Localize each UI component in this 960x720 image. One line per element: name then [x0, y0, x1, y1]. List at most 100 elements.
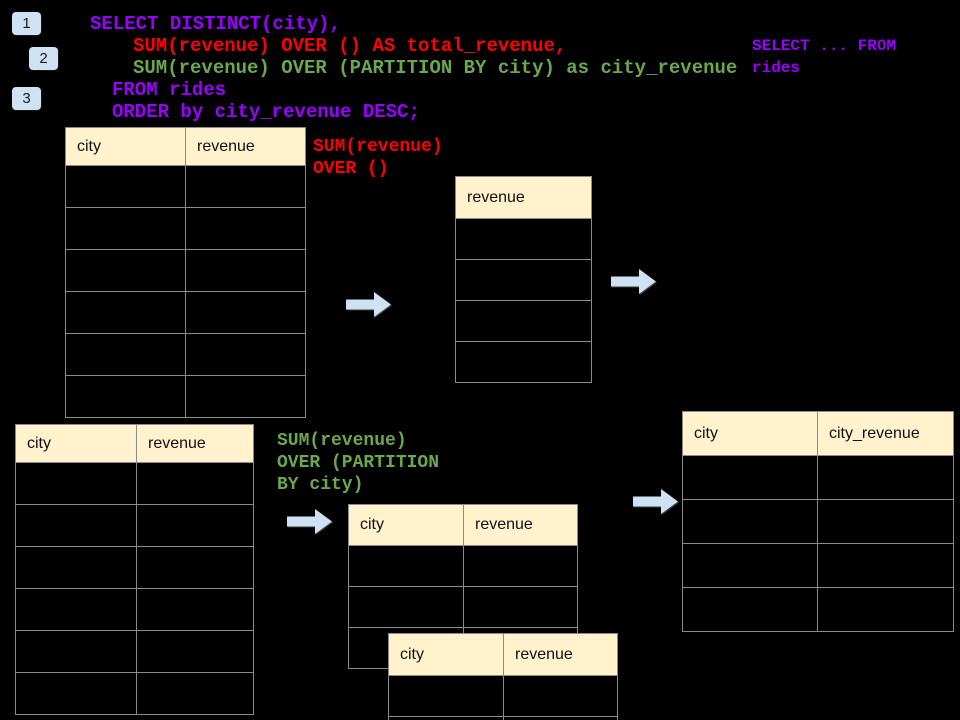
empty-cell — [65, 375, 186, 418]
step-badge-3: 3 — [12, 87, 41, 110]
empty-cell — [65, 249, 186, 292]
empty-cell — [185, 291, 306, 334]
empty-cell — [136, 588, 254, 631]
sql-line-order: ORDER by city_revenue DESC; — [112, 101, 420, 123]
table-row — [65, 291, 306, 334]
empty-cell — [817, 499, 954, 544]
step-badge-1: 1 — [12, 12, 41, 35]
empty-cell — [15, 504, 137, 547]
table-row — [455, 341, 592, 383]
empty-cell — [65, 165, 186, 208]
empty-cell — [136, 462, 254, 505]
column-header-revenue: revenue — [455, 176, 592, 219]
column-header-city: city — [388, 633, 504, 676]
step-badge-2: 2 — [29, 47, 58, 70]
empty-cell — [682, 455, 818, 500]
total-label-line-2: OVER () — [313, 159, 389, 179]
flow-arrow-from-revenue-icon — [611, 268, 657, 295]
table-row — [15, 546, 254, 589]
empty-cell — [185, 333, 306, 376]
empty-cell — [185, 249, 306, 292]
empty-cell — [388, 716, 504, 720]
header-row: revenue — [455, 176, 592, 219]
table-row — [455, 259, 592, 301]
empty-cell — [15, 630, 137, 673]
empty-cell — [136, 546, 254, 589]
empty-cell — [455, 218, 592, 260]
table-row — [65, 375, 306, 418]
flow-arrow-to-partition-icon — [287, 508, 333, 535]
table-row — [65, 207, 306, 250]
table-row — [682, 587, 954, 632]
table-row — [388, 716, 618, 720]
empty-cell — [463, 586, 578, 628]
column-header-city: city — [682, 411, 818, 456]
empty-cell — [682, 543, 818, 588]
column-header-city: city — [348, 504, 464, 546]
table-row — [15, 588, 254, 631]
empty-cell — [15, 588, 137, 631]
empty-cell — [185, 375, 306, 418]
empty-cell — [136, 504, 254, 547]
empty-cell — [503, 675, 618, 717]
table-row — [682, 455, 954, 500]
empty-cell — [185, 207, 306, 250]
table-row — [15, 504, 254, 547]
table-row — [455, 300, 592, 342]
empty-cell — [455, 259, 592, 301]
column-header-revenue: revenue — [185, 127, 306, 166]
empty-cell — [348, 586, 464, 628]
column-header-revenue: revenue — [503, 633, 618, 676]
empty-cell — [503, 716, 618, 720]
empty-cell — [136, 672, 254, 715]
table-row — [388, 675, 618, 717]
partition-label-line-2: OVER (PARTITION — [277, 453, 440, 473]
empty-cell — [388, 675, 504, 717]
empty-cell — [817, 543, 954, 588]
table-row — [65, 333, 306, 376]
partition-label-line-1: SUM(revenue) — [277, 431, 407, 451]
empty-cell — [463, 545, 578, 587]
empty-cell — [682, 587, 818, 632]
table-row — [15, 462, 254, 505]
table-row — [65, 249, 306, 292]
table-row — [65, 165, 306, 208]
column-header-city: city — [65, 127, 186, 166]
table-row — [15, 672, 254, 715]
table-row — [348, 586, 578, 628]
total-label-line-1: SUM(revenue) — [313, 137, 443, 157]
empty-cell — [348, 545, 464, 587]
sql-line-from: FROM rides — [112, 79, 227, 101]
partition-label-line-3: BY city) — [277, 475, 364, 495]
empty-cell — [65, 291, 186, 334]
empty-cell — [136, 630, 254, 673]
revenue-column-table: revenue — [455, 176, 592, 383]
column-header-revenue: revenue — [463, 504, 578, 546]
column-header-city: city — [15, 424, 137, 463]
from-note-line-1: SELECT ... FROM — [752, 37, 897, 55]
sql-line-select: SELECT DISTINCT(city), — [90, 13, 341, 35]
table-row — [682, 543, 954, 588]
empty-cell — [15, 462, 137, 505]
empty-cell — [65, 207, 186, 250]
table-row — [15, 630, 254, 673]
flow-arrow-to-revenue-icon — [346, 291, 392, 318]
column-header-revenue: revenue — [136, 424, 254, 463]
table-row — [348, 545, 578, 587]
flow-arrow-to-result-icon — [633, 488, 679, 515]
empty-cell — [817, 455, 954, 500]
empty-cell — [15, 672, 137, 715]
empty-cell — [682, 499, 818, 544]
sql-line-partition: SUM(revenue) OVER (PARTITION BY city) as… — [133, 57, 738, 79]
empty-cell — [65, 333, 186, 376]
sql-line-total: SUM(revenue) OVER () AS total_revenue, — [133, 35, 567, 57]
table-row — [455, 218, 592, 260]
empty-cell — [185, 165, 306, 208]
